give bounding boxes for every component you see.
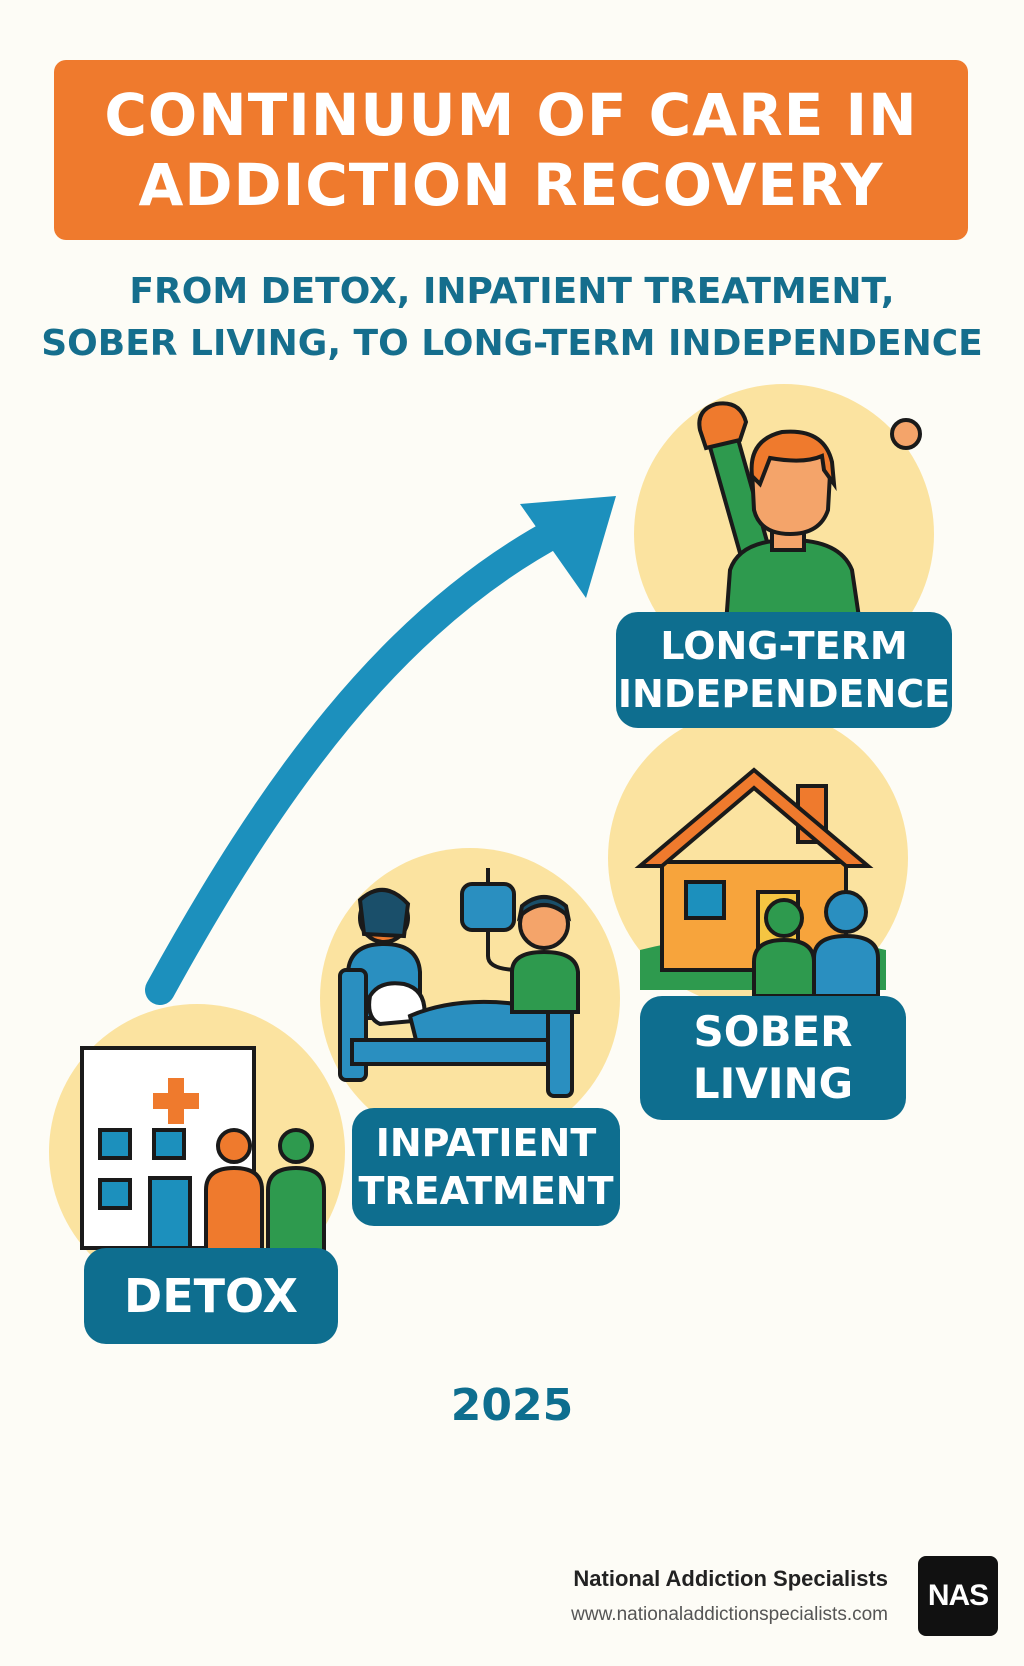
stage-label-independence: LONG-TERM INDEPENDENCE	[616, 612, 952, 728]
organization-name: National Addiction Specialists	[573, 1566, 888, 1591]
year-label: 2025	[450, 1380, 574, 1431]
person-green-icon	[266, 1128, 326, 1266]
subtitle: FROM DETOX, INPATIENT TREATMENT, SOBER L…	[0, 266, 1024, 370]
sober-label-line-2: LIVING	[692, 1059, 854, 1108]
stage-label-detox: DETOX	[84, 1248, 338, 1344]
detox-illustration	[49, 1004, 345, 1300]
stage-label-inpatient: INPATIENT TREATMENT	[352, 1108, 620, 1226]
detox-label-text: DETOX	[124, 1269, 298, 1323]
independence-label-line-2: INDEPENDENCE	[617, 672, 951, 716]
inpatient-label-line-2: TREATMENT	[358, 1169, 614, 1213]
sparkle-dot	[890, 418, 922, 450]
resident-blue-icon	[812, 890, 880, 998]
progress-arrow	[145, 496, 616, 1005]
title-banner: CONTINUUM OF CARE IN ADDICTION RECOVERY	[54, 60, 968, 240]
stage-label-sober-living: SOBER LIVING	[640, 996, 906, 1120]
independence-label-line-1: LONG-TERM	[660, 624, 908, 668]
title-line-2: ADDICTION RECOVERY	[138, 151, 884, 219]
inpatient-illustration	[320, 848, 620, 1148]
organization-website[interactable]: www.nationaladdictionspecialists.com	[571, 1604, 888, 1625]
subtitle-line-1: FROM DETOX, INPATIENT TREATMENT,	[129, 271, 895, 312]
title-line-1: CONTINUUM OF CARE IN	[104, 81, 918, 149]
inpatient-label-line-1: INPATIENT	[375, 1121, 597, 1165]
subtitle-line-2: SOBER LIVING, TO LONG-TERM INDEPENDENCE	[41, 323, 983, 364]
nas-logo: NAS	[918, 1556, 998, 1636]
sober-living-illustration	[608, 708, 908, 1008]
person-orange-icon	[204, 1128, 264, 1266]
doctor-icon	[510, 895, 580, 1014]
celebrating-person-icon	[697, 401, 863, 626]
independence-illustration	[634, 384, 934, 684]
sober-label-line-1: SOBER	[693, 1007, 853, 1056]
